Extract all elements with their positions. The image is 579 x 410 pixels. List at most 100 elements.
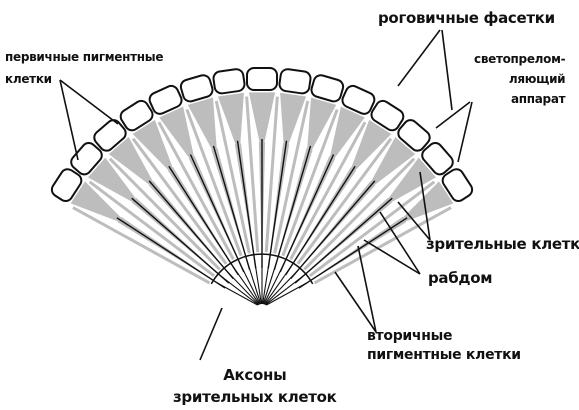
- light-refracting-cone: [159, 106, 195, 163]
- rhabdom-line: [294, 197, 393, 284]
- axon-line: [220, 276, 259, 306]
- corneal-facet: [278, 68, 312, 95]
- corneal-facets-layer: [50, 67, 474, 202]
- axon-line: [262, 260, 278, 305]
- secondary-pigment-cell: [303, 157, 416, 271]
- label-light-refracting-line-3: аппарат: [510, 92, 566, 106]
- label-light-refracting-apparatus: светопрелом- ляющий аппарат: [474, 49, 566, 109]
- pointer-primary-pigment-1: [59, 79, 79, 161]
- basement-membrane: [210, 253, 314, 285]
- secondary-pigment-cell: [72, 206, 211, 285]
- secondary-pigment-cell: [108, 157, 221, 271]
- label-corneal-facets: роговичные фасетки: [378, 9, 555, 27]
- axon-line: [263, 262, 285, 305]
- light-refracting-cone: [385, 157, 436, 205]
- rhabdom-line: [267, 140, 288, 269]
- corneal-facet: [341, 84, 376, 115]
- pointer-secondary-2: [334, 271, 377, 333]
- pointer-corneal-facets: [397, 29, 441, 87]
- corneal-facet: [93, 119, 127, 152]
- light-refracting-cone: [248, 92, 276, 147]
- secondary-pigment-cell: [289, 121, 367, 260]
- secondary-pigment-cell: [273, 100, 310, 254]
- corneal-facet: [50, 168, 83, 202]
- axon-line: [216, 282, 259, 306]
- axon-line: [265, 282, 308, 306]
- corneal-facet: [179, 74, 214, 103]
- rhabdom-line: [298, 217, 408, 289]
- light-refracting-cone: [280, 92, 307, 149]
- axon-line: [262, 258, 271, 305]
- axon-line: [265, 276, 304, 306]
- light-refracting-cone: [349, 119, 392, 174]
- secondary-pigment-cell: [281, 108, 339, 257]
- secondary-pigment-cell: [88, 180, 216, 278]
- light-refracting-cone: [108, 137, 156, 188]
- label-primary-pigment-cells-line-1: первичные пигментные: [5, 50, 164, 64]
- secondary-pigment-cell: [185, 108, 243, 257]
- label-secondary-pigment-cells: вторичные пигментные клетки: [367, 327, 521, 365]
- light-refracting-cone: [132, 119, 175, 174]
- pointer-light-refracting-1: [435, 101, 471, 129]
- light-refracting-cone: [368, 137, 416, 188]
- light-refracting-cone: [88, 157, 139, 205]
- label-secondary-pigment-cells-line-1: вторичные: [367, 328, 453, 344]
- pointer-corneal-facets-2: [441, 29, 453, 111]
- axon-line: [232, 266, 260, 305]
- corneal-facet: [246, 67, 278, 91]
- corneal-facet: [421, 142, 454, 176]
- rhabdom-line: [212, 145, 251, 270]
- ommatidia-layer: [70, 92, 454, 306]
- corneal-facet: [212, 68, 246, 95]
- light-refracting-cone: [187, 97, 218, 154]
- rhabdom-line: [279, 154, 335, 273]
- secondary-pigment-cell: [308, 180, 436, 278]
- secondary-pigment-cell: [131, 137, 228, 265]
- rhabdom-line: [290, 180, 376, 280]
- rhabdom-line: [273, 145, 312, 270]
- label-pointers-layer: [59, 29, 473, 361]
- pointer-rhabdom-1: [379, 211, 421, 275]
- axon-line: [239, 262, 261, 305]
- axon-line: [264, 270, 298, 305]
- rhabdom-line: [131, 197, 230, 284]
- label-axons-line-2: зрительных клеток: [173, 388, 337, 406]
- pointer-retinal-cells-1: [419, 171, 431, 241]
- corneal-facet: [441, 168, 474, 202]
- pointer-primary-pigment-2: [59, 79, 119, 125]
- rhabdom-line: [116, 217, 226, 289]
- rhabdom-line: [189, 154, 245, 273]
- secondary-pigment-cell: [214, 100, 251, 254]
- label-rhabdom: рабдом: [428, 269, 493, 287]
- light-refracting-cone: [70, 181, 125, 224]
- label-axons-line-1: Аксоны: [223, 366, 287, 384]
- pointer-secondary-1: [357, 245, 377, 333]
- label-primary-pigment-cells: первичные пигментные клетки: [5, 46, 163, 90]
- label-primary-pigment-cells-line-2: клетки: [5, 72, 52, 86]
- corneal-facet: [397, 119, 431, 152]
- secondary-pigment-cell: [157, 121, 235, 260]
- light-refracting-cone: [399, 181, 454, 224]
- corneal-facet: [70, 142, 103, 176]
- rhabdom-line: [236, 140, 257, 269]
- pointer-light-refracting-2: [457, 101, 473, 163]
- label-light-refracting-line-2: ляющий: [508, 72, 566, 86]
- secondary-pigment-cell: [264, 96, 279, 253]
- light-refracting-cone: [217, 92, 244, 149]
- label-light-refracting-line-1: светопрелом-: [474, 52, 566, 66]
- secondary-pigment-cell: [313, 206, 452, 285]
- secondary-pigment-cell: [296, 137, 393, 265]
- secondary-pigment-cell: [245, 96, 260, 253]
- pointer-axons: [199, 307, 223, 361]
- label-secondary-pigment-cells-line-2: пигментные клетки: [367, 347, 521, 363]
- label-retinal-cells: зрительные клетки: [426, 235, 579, 253]
- pointer-rhabdom-2: [363, 239, 421, 275]
- corneal-facet: [370, 99, 405, 132]
- axon-line: [253, 258, 262, 305]
- corneal-facet: [119, 99, 154, 132]
- axon-line: [226, 270, 260, 305]
- rhabdom-line: [148, 180, 234, 280]
- corneal-facet: [310, 74, 345, 103]
- light-refracting-cone: [329, 106, 365, 163]
